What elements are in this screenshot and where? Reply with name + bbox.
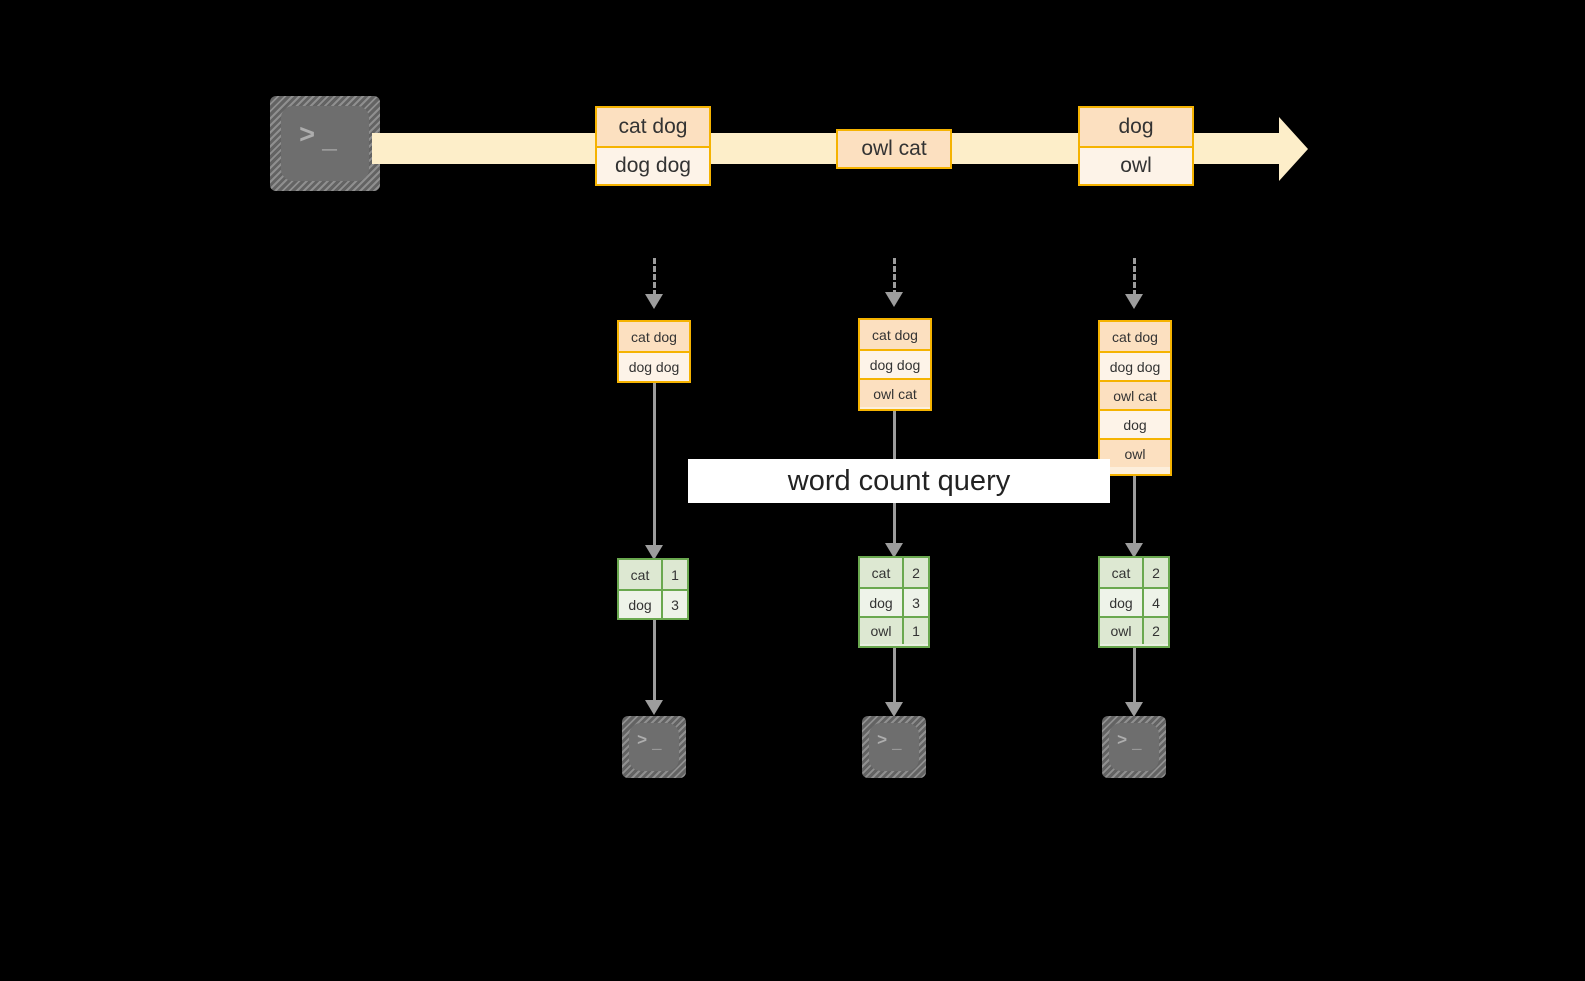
snapshot-record: cat dog [619,322,689,351]
stream-arrow-head [1279,117,1308,181]
table-row: cat 2 [860,558,928,587]
terminal-cursor-glyph: _ [892,735,902,753]
count-cell: 2 [1144,558,1168,587]
stream-group-3: dog owl [1078,106,1194,186]
sink-terminal-icon-2: > _ [862,716,926,778]
snapshot-record: dog [1100,409,1170,438]
snapshot-3: cat dog dog dog owl cat dog owl [1098,320,1172,476]
query-line-3 [1133,476,1136,545]
result-table-1: cat 1 dog 3 [617,558,689,620]
sink-arrow-2 [885,702,903,717]
terminal-screen [869,723,919,771]
snapshot-record: owl cat [860,378,930,407]
sink-arrow-1 [645,700,663,715]
snapshot-record: dog dog [619,351,689,381]
count-cell: 1 [663,560,687,589]
sink-line-2 [893,648,896,704]
stream-record: cat dog [597,108,709,146]
stream-record: owl cat [838,131,950,167]
terminal-cursor-glyph: _ [652,735,662,753]
snapshot-record: cat dog [860,320,930,349]
table-row: dog 3 [860,587,928,616]
count-cell: 3 [663,591,687,618]
snapshot-record: dog dog [860,349,930,378]
query-caption-band: word count query [688,459,1110,503]
table-row: cat 1 [619,560,687,589]
terminal-cursor-glyph: _ [322,127,338,156]
table-row: dog 4 [1100,587,1168,616]
result-table-3: cat 2 dog 4 owl 2 [1098,556,1170,648]
snapshot-record: cat dog [1100,322,1170,351]
terminal-screen [281,106,369,181]
count-cell: 2 [1144,618,1168,644]
word-cell: dog [860,589,904,616]
terminal-prompt-glyph: > [299,122,316,152]
word-cell: owl [860,618,904,644]
count-cell: 2 [904,558,928,587]
sink-terminal-icon-3: > _ [1102,716,1166,778]
stream-record: dog [1080,108,1192,146]
query-arrow-3 [1125,543,1143,558]
source-terminal-icon: > _ [270,96,380,191]
query-line-1 [653,383,656,547]
word-cell: cat [619,560,663,589]
count-cell: 4 [1144,589,1168,616]
table-row: cat 2 [1100,558,1168,587]
table-row: dog 3 [619,589,687,618]
sink-terminal-icon-1: > _ [622,716,686,778]
terminal-prompt-glyph: > [637,732,648,751]
stream-group-2: owl cat [836,129,952,169]
count-cell: 3 [904,589,928,616]
snapshot-tap-line-3 [1133,258,1136,296]
terminal-screen [1109,723,1159,771]
snapshot-2: cat dog dog dog owl cat [858,318,932,411]
snapshot-tap-arrow-3 [1125,294,1143,309]
snapshot-tap-line-2 [893,258,896,296]
stream-group-1: cat dog dog dog [595,106,711,186]
sink-arrow-3 [1125,702,1143,717]
stream-record: dog dog [597,146,709,184]
count-cell: 1 [904,618,928,644]
word-cell: dog [1100,589,1144,616]
stream-record: owl [1080,146,1192,184]
word-cell: cat [860,558,904,587]
query-arrow-1 [645,545,663,560]
terminal-cursor-glyph: _ [1132,735,1142,753]
sink-line-3 [1133,648,1136,704]
terminal-prompt-glyph: > [877,732,888,751]
query-arrow-2 [885,543,903,558]
snapshot-record: owl cat [1100,380,1170,409]
query-caption-label: word count query [787,464,1011,497]
word-cell: cat [1100,558,1144,587]
snapshot-record: dog dog [1100,351,1170,380]
word-cell: owl [1100,618,1144,644]
table-row: owl 1 [860,616,928,644]
snapshot-tap-line-1 [653,258,656,296]
result-table-2: cat 2 dog 3 owl 1 [858,556,930,648]
terminal-screen [629,723,679,771]
terminal-prompt-glyph: > [1117,732,1128,751]
snapshot-1: cat dog dog dog [617,320,691,383]
table-row: owl 2 [1100,616,1168,644]
word-cell: dog [619,591,663,618]
snapshot-record: owl [1100,438,1170,467]
snapshot-tap-arrow-2 [885,292,903,307]
sink-line-1 [653,620,656,702]
snapshot-tap-arrow-1 [645,294,663,309]
